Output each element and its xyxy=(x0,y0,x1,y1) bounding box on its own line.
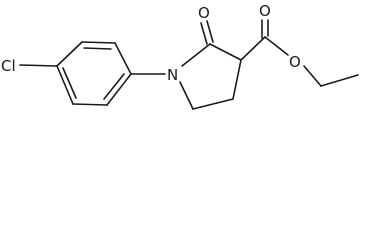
bond-ring-1 xyxy=(56,41,83,67)
ester-carbonyl-oxygen-atom-label: O xyxy=(259,2,271,20)
bond-ring-2 xyxy=(81,41,116,44)
oxo-oxygen-atom-label: O xyxy=(198,4,210,22)
bond-o-ch2 xyxy=(303,65,322,87)
bond-n-carbonyl-c xyxy=(181,43,211,67)
chemical-structure-diagram: Cl N O O O xyxy=(1,2,359,110)
bond-ch2-ch3 xyxy=(320,74,359,87)
bond-ch-ch2 xyxy=(232,59,242,100)
bond-ring-4 xyxy=(106,73,132,106)
bond-lines xyxy=(19,19,359,110)
bond-ester-c-o xyxy=(264,36,289,56)
bond-ring-double-1 xyxy=(83,47,112,50)
nitrogen-atom-label: N xyxy=(167,66,178,84)
bond-ring-double-2 xyxy=(103,73,125,100)
bond-ch2-ch2 xyxy=(192,98,234,110)
bond-ring-5 xyxy=(72,103,108,106)
bond-ring-co-b xyxy=(206,20,214,43)
chlorine-atom-label: Cl xyxy=(1,57,16,75)
bond-ch2-n xyxy=(179,81,194,110)
bond-cl-c xyxy=(19,64,58,67)
bond-ch-ester-c xyxy=(240,36,266,61)
bond-ring-3 xyxy=(114,42,132,75)
bond-ring-co-a xyxy=(200,22,208,45)
bond-ring-double-3 xyxy=(62,67,77,99)
bond-carbonyl-c-ch xyxy=(209,43,242,61)
ester-ether-oxygen-atom-label: O xyxy=(289,53,301,71)
bond-ring-6 xyxy=(56,65,74,105)
